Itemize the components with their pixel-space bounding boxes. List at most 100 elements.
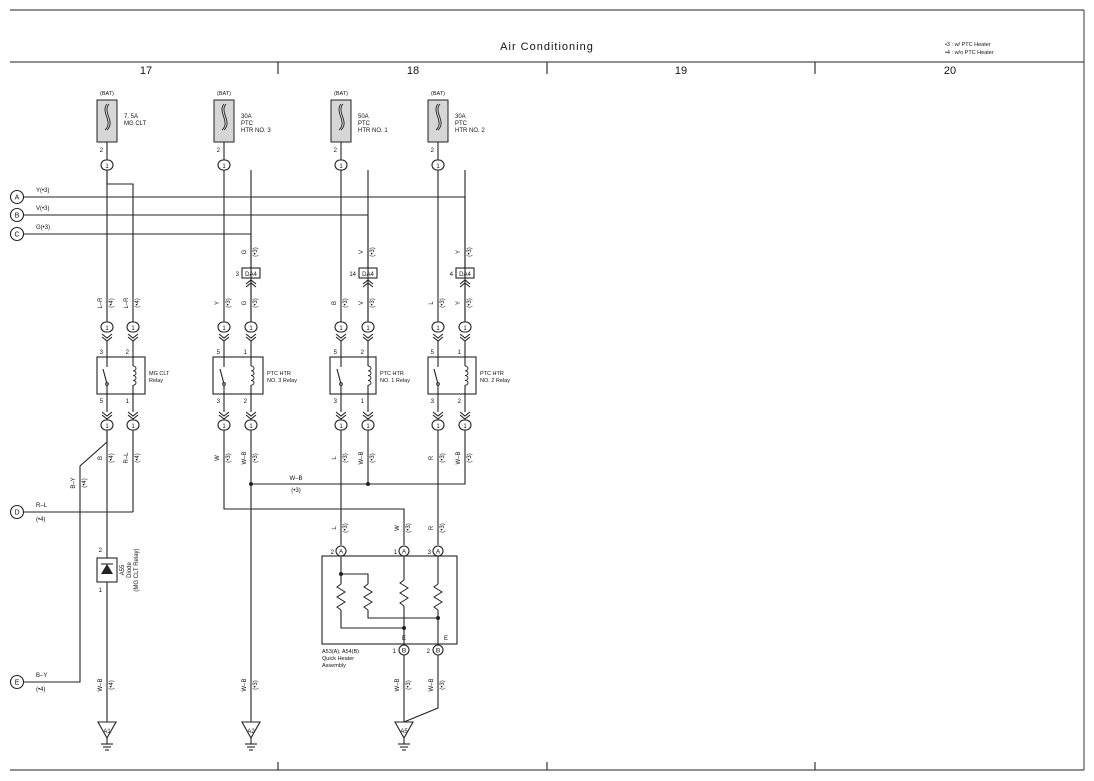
- relay-0-top-conn-1-label: 1: [131, 326, 135, 332]
- relay-2-top-wire-1-note: (•3): [370, 298, 376, 307]
- relay-3-pin-b-bot: 2: [458, 399, 462, 405]
- relay-2-bot-wire-b-note: (•3): [370, 453, 376, 462]
- relay-0-bot-chev-1: [127, 411, 139, 417]
- relay-3-top-wire-0-note: (•3): [440, 298, 446, 307]
- ground-A2-wire-color: W–B: [242, 678, 248, 691]
- relay-1-sw-blade: [219, 368, 225, 385]
- relay-2-bot-chev-0: [335, 411, 347, 417]
- edge-connector-A: [9, 189, 25, 205]
- by-wire-label-color: B–Y: [71, 477, 77, 488]
- da4-2-pin: 4: [450, 272, 454, 278]
- fuse-0-connector-label: 1: [105, 164, 109, 170]
- relay-2-pin-b-bot: 1: [361, 399, 365, 405]
- relay-3-bot-wire-b-color: W–B: [456, 451, 462, 464]
- ground-A2-wire-note: (•3): [253, 680, 259, 689]
- relay-1-bot-chev-1: [245, 414, 257, 420]
- relay-0-bot-wire-a-note: (•4): [109, 453, 115, 462]
- ground-A1-wire-note: (•4): [109, 680, 115, 689]
- fuse-3-element: [435, 103, 442, 131]
- relay-1-top-chev-1: [245, 333, 257, 339]
- relay-1-bot-conn-0-label: 1: [222, 424, 226, 430]
- edge-connector-B: [9, 207, 25, 223]
- relay-0-bot-wire-b-note: (•4): [135, 453, 141, 462]
- edge-connector-E-wire: B–Y: [36, 673, 47, 679]
- heater-top-wire-2-note: (•3): [440, 523, 446, 532]
- relay-2-top-wire-0-note: (•3): [343, 298, 349, 307]
- relay-2-sw-blade: [336, 368, 342, 385]
- relay-0-top-wire-0-note: (•4): [109, 298, 115, 307]
- relay-2-pin-a-top: 5: [334, 350, 338, 356]
- relay-1-bot-chev-0: [218, 411, 230, 417]
- relay-2-pin-a-bot: 3: [334, 399, 338, 405]
- da4-1-wire-note: (•3): [370, 247, 376, 256]
- diode-name: Diode: [127, 562, 133, 578]
- legend-line-2: •4 : w/o PTC Heater: [945, 50, 994, 56]
- relay-3-bot-chev-0: [432, 411, 444, 417]
- column-number-17: 17: [140, 65, 152, 77]
- heater-ground-b: [403, 655, 439, 723]
- relay-0-bot-wire-a-color: B: [98, 456, 104, 460]
- relay-2-top-conn-1-label: 1: [366, 326, 370, 332]
- relay-3-top-conn-0: [431, 321, 445, 333]
- relay-0-sw-pivot: [105, 382, 109, 386]
- fuse-2-name1: PTC: [358, 121, 371, 127]
- relay-2-bot-wire-a-note: (•3): [343, 453, 349, 462]
- relay-0-bot-chev-0: [101, 411, 113, 417]
- fuse-1-rating: 30A: [241, 114, 252, 120]
- ground-A5-wire-note: (•3): [406, 680, 412, 689]
- relay-0-top-wire-1-color: L–R: [124, 297, 130, 309]
- relay-3-top-conn-1: [458, 321, 472, 333]
- relay-1-bot-wire-a-color: W: [215, 455, 221, 461]
- ground-A5-wire-color: W–B: [395, 678, 401, 691]
- relay-2-bot-chev-1: [362, 411, 374, 417]
- heater-bot-conn-1-label: B: [436, 647, 440, 654]
- edge-connector-D: [9, 504, 25, 520]
- diode-pin-bot: 1: [99, 588, 103, 594]
- relay-1-top-wire-1-note: (•3): [253, 298, 259, 307]
- relay-3-coil: [464, 365, 469, 386]
- heater-top-pin-2: 3: [428, 550, 432, 556]
- column-number-19: 19: [675, 65, 687, 77]
- fuse-1-body: [213, 99, 235, 143]
- diode-id: A55: [120, 564, 126, 575]
- column-number-18: 18: [407, 65, 419, 77]
- wb-bus: [251, 430, 466, 485]
- edge-connector-D-wire: R–L: [36, 503, 48, 509]
- relay-0-name1: MG CLT: [149, 371, 170, 377]
- fuse-2-name2: HTR NO. 1: [358, 128, 388, 134]
- ground-A2-symbol: [241, 721, 261, 740]
- relay-2-bot-chev-1: [362, 414, 374, 420]
- heater-top-conn-2-label: A: [436, 548, 441, 555]
- relay-1-top-conn-1: [244, 321, 258, 333]
- fuse-1-pin: 2: [217, 148, 221, 154]
- fuse-0-source: (BAT): [100, 91, 114, 97]
- fuse-1-element: [221, 103, 228, 131]
- relay-3-pin-a-top: 5: [431, 350, 435, 356]
- fuse-2-source: (BAT): [334, 91, 348, 97]
- relay-3-bot-chev-0: [432, 414, 444, 420]
- relay-3-bot-conn-0-label: 1: [436, 424, 440, 430]
- fuse-0-rating: 7. 5A: [124, 114, 138, 120]
- edge-connector-A-wire: Y(•3): [36, 188, 49, 194]
- ground-A1-wire-color: W–B: [98, 678, 104, 691]
- relay-0-top-chev-1: [127, 333, 139, 339]
- heater-top-wire-1-note: (•3): [406, 523, 412, 532]
- relay-2-top-chev-1: [362, 333, 374, 339]
- wb-bus-junction-1: [249, 482, 253, 486]
- relay-2-bot-wire-b-color: W–B: [359, 451, 365, 464]
- relay-0-bot-wire-b-color: R–L: [124, 452, 130, 464]
- ground-A1-label: A1: [103, 729, 111, 735]
- relay-3-pin-a-bot: 3: [431, 399, 435, 405]
- relay-3-pin-b-top: 1: [458, 350, 462, 356]
- by-wire-label-note: (•4): [82, 478, 88, 487]
- fuse-2-connector-label: 1: [339, 164, 343, 170]
- ground-A2-label: A2: [247, 729, 255, 735]
- relay-1-pin-b-bot: 2: [244, 399, 248, 405]
- relay-2-bot-conn-0-label: 1: [339, 424, 343, 430]
- relay-1-bot-wire-a-note: (•3): [226, 453, 232, 462]
- relay-1-name2: NO. 3 Relay: [267, 378, 297, 384]
- relay-1-coil: [250, 365, 255, 386]
- relay-1-pin-b-top: 1: [244, 350, 248, 356]
- heater-top-pin-1: 1: [394, 550, 398, 556]
